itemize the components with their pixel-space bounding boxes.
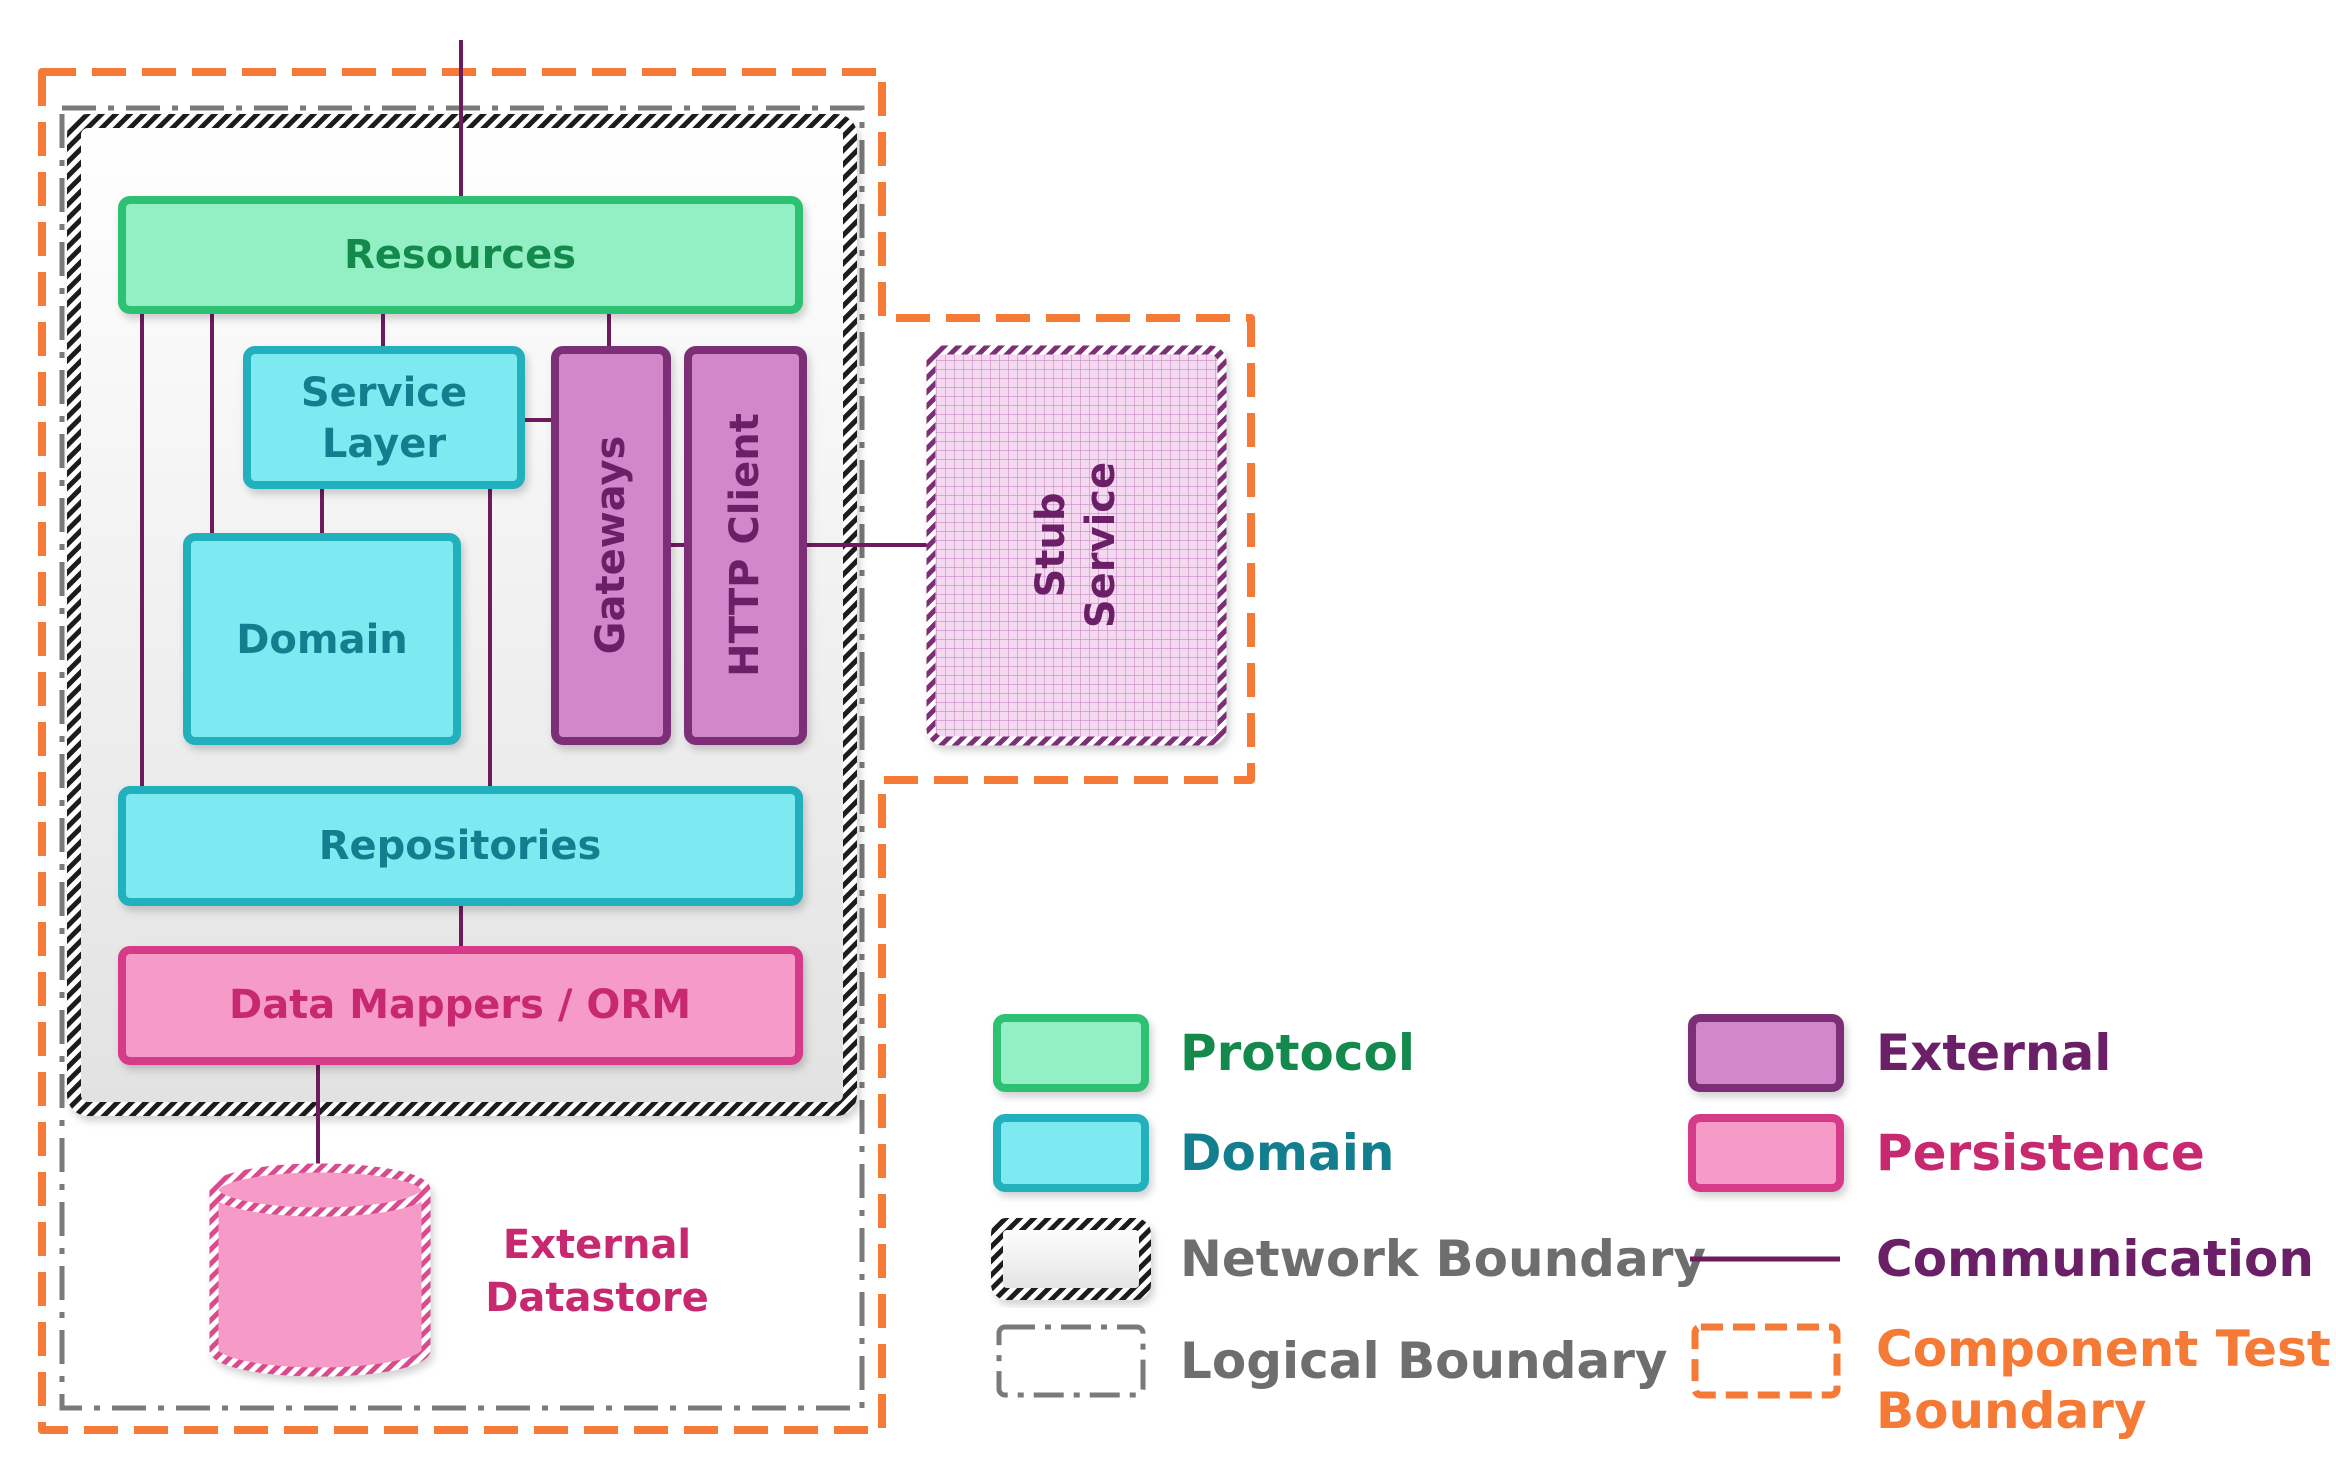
legend-component-test-boundary-swatch	[1691, 1323, 1841, 1399]
legend-persistence-label: Persistence	[1876, 1124, 2205, 1182]
service-layer-box: Service Layer	[243, 346, 525, 489]
legend-external-label: External	[1876, 1024, 2111, 1082]
legend-domain-label: Domain	[1180, 1124, 1394, 1182]
external-datastore-cylinder	[209, 1163, 431, 1377]
component-test-boundary	[38, 68, 1255, 1434]
stub-service-label: Service	[1078, 462, 1124, 628]
legend-network-boundary-swatch	[991, 1218, 1151, 1300]
legend-domain-swatch	[993, 1114, 1149, 1192]
http-client-label: HTTP Client	[722, 413, 768, 677]
legend-component-test-boundary-label: Boundary	[1876, 1382, 2146, 1440]
http-client-box: HTTP Client	[684, 346, 807, 745]
legend-external-swatch	[1688, 1014, 1844, 1092]
repositories-box: Repositories	[118, 786, 803, 906]
legend-logical-boundary-swatch	[996, 1324, 1146, 1398]
external-datastore-label: Datastore	[485, 1275, 709, 1321]
gateways-label: Gateways	[588, 436, 634, 655]
data-mappers-box: Data Mappers / ORM	[118, 946, 803, 1065]
resources-box: Resources	[118, 196, 803, 314]
legend-communication-label: Communication	[1876, 1230, 2314, 1288]
stub-service-label: Stub	[1028, 492, 1074, 597]
stub-service-box: Stub Service	[926, 345, 1227, 746]
domain-box: Domain	[183, 533, 461, 745]
service-layer-label: Service	[301, 370, 467, 416]
external-datastore-label: External	[503, 1222, 691, 1268]
data-mappers-label: Data Mappers / ORM	[229, 982, 691, 1028]
domain-label: Domain	[236, 617, 408, 663]
legend-protocol-swatch	[993, 1014, 1149, 1092]
legend: Protocol Domain Network Boundary Logical…	[991, 1014, 2331, 1440]
legend-component-test-boundary-label: Component Test	[1876, 1320, 2331, 1378]
legend-network-boundary-label: Network Boundary	[1180, 1230, 1706, 1288]
legend-protocol-label: Protocol	[1180, 1024, 1415, 1082]
repositories-label: Repositories	[319, 823, 602, 869]
legend-logical-boundary-label: Logical Boundary	[1180, 1332, 1668, 1390]
resources-label: Resources	[344, 232, 576, 278]
service-layer-label: Layer	[322, 421, 446, 467]
gateways-box: Gateways	[551, 346, 671, 745]
legend-persistence-swatch	[1688, 1114, 1844, 1192]
